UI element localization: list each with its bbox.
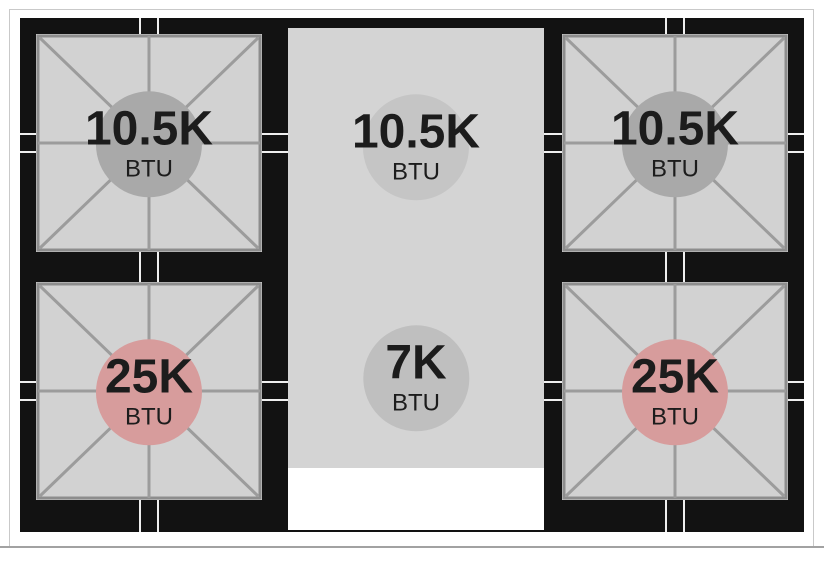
burner-btu-unit: BTU xyxy=(651,403,699,431)
burner-label: 10.5K BTU xyxy=(352,108,480,185)
burner-btu-value: 10.5K xyxy=(351,105,481,159)
burner-btu-unit: BTU xyxy=(125,403,173,431)
burner-btu-value: 10.5K xyxy=(84,102,214,156)
grate-tab-mark xyxy=(262,133,288,153)
burner-label: 10.5K BTU xyxy=(85,105,213,182)
burner-label: 25K BTU xyxy=(631,353,719,430)
grate-tab-mark xyxy=(665,252,685,282)
grate-bottom-left: 25K BTU xyxy=(36,282,262,500)
grate-tab-mark xyxy=(139,500,159,532)
grate-tab-mark xyxy=(139,252,159,282)
burner-btu-value: 10.5K xyxy=(610,102,740,156)
burner-btu-unit: BTU xyxy=(392,158,440,186)
grate-tab-mark xyxy=(665,18,685,34)
griddle-front-panel xyxy=(288,468,544,530)
grate-tab-mark xyxy=(262,381,288,401)
burner-btu-value: 25K xyxy=(630,350,720,404)
burner-btu-value: 7K xyxy=(385,336,447,390)
burner-btu-unit: BTU xyxy=(125,155,173,183)
grate-top-right: 10.5K BTU xyxy=(562,34,788,252)
burner-circle xyxy=(96,338,202,445)
burner-circle xyxy=(622,338,728,445)
burner-btu-unit: BTU xyxy=(391,389,440,417)
grate-tab-mark xyxy=(20,381,36,401)
burner-btu-unit: BTU xyxy=(651,155,699,183)
burner-center-top: 10.5K BTU xyxy=(352,93,480,200)
grate-tab-mark xyxy=(544,133,562,153)
grate-top-left: 10.5K BTU xyxy=(36,34,262,252)
burner-label: 7K BTU xyxy=(385,339,446,416)
burner-center-bottom: 7K BTU xyxy=(362,324,469,431)
burner-bottom-right: 25K BTU xyxy=(622,338,728,445)
grate-tab-mark xyxy=(788,133,804,153)
range-front-edge-line xyxy=(0,546,824,548)
grate-tab-mark xyxy=(20,133,36,153)
grate-tab-mark xyxy=(544,381,562,401)
burner-label: 25K BTU xyxy=(105,353,193,430)
grate-bottom-right: 25K BTU xyxy=(562,282,788,500)
burner-circle xyxy=(622,90,728,197)
grate-tab-mark xyxy=(139,18,159,34)
grate-tab-mark xyxy=(665,500,685,532)
grate-tab-mark xyxy=(788,381,804,401)
burner-circle xyxy=(96,90,202,197)
center-griddle-zone: 10.5K BTU 7K BTU xyxy=(288,28,544,468)
burner-top-right: 10.5K BTU xyxy=(611,90,739,197)
burner-label: 10.5K BTU xyxy=(611,105,739,182)
burner-bottom-left: 25K BTU xyxy=(96,338,202,445)
burner-top-left: 10.5K BTU xyxy=(85,90,213,197)
burner-btu-value: 25K xyxy=(104,350,194,404)
burner-circle xyxy=(363,93,469,200)
burner-circle xyxy=(362,324,469,431)
